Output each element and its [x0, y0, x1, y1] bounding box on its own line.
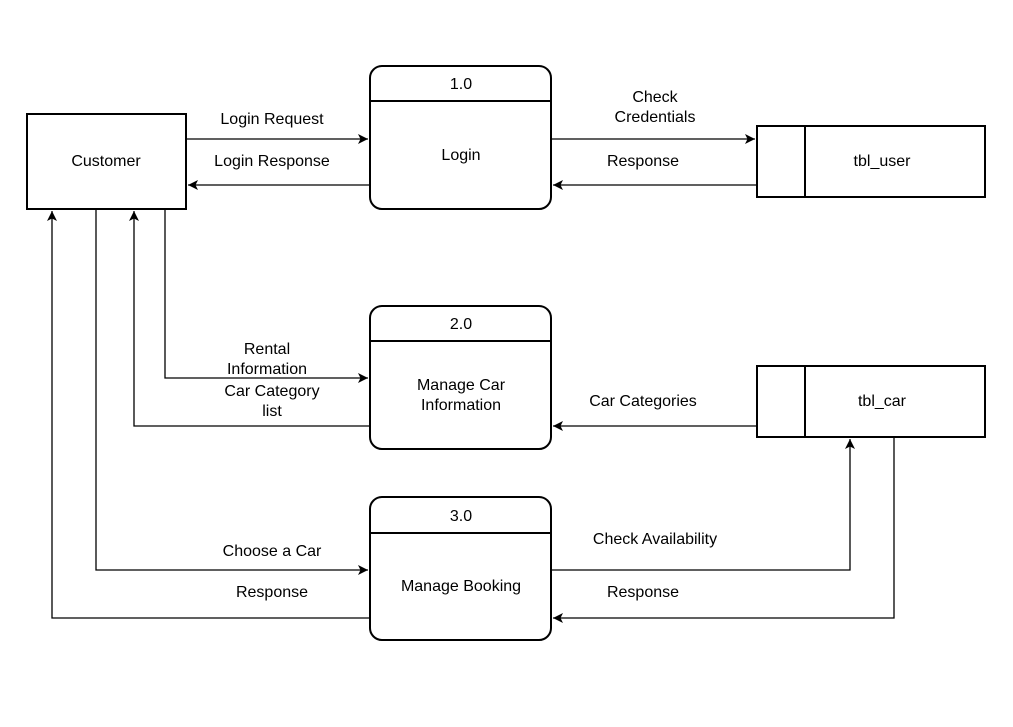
store-2-name: tbl_car — [857, 393, 907, 410]
flow-car-response — [553, 437, 895, 623]
store-tbl-car[interactable] — [756, 365, 986, 438]
flow-rental-information — [164, 209, 368, 383]
process-2-name: Manage Car Information — [416, 377, 506, 414]
label-login-response: Login Response — [214, 153, 330, 170]
store-1-name: tbl_user — [853, 153, 911, 170]
label-car-categories: Car Categories — [589, 393, 697, 410]
label-check-credentials: Check Credentials — [614, 89, 696, 126]
flow-choose-a-car — [95, 209, 368, 575]
customer-label: Customer — [71, 153, 141, 170]
process-3-id: 3.0 — [449, 508, 473, 525]
flow-booking-response — [47, 211, 370, 619]
process-manage-booking[interactable] — [369, 496, 552, 641]
flow-car-category-list — [129, 211, 370, 427]
label-choose-a-car: Choose a Car — [222, 543, 322, 560]
flow-check-availability — [551, 439, 855, 571]
label-user-response: Response — [606, 153, 680, 170]
process-1-name: Login — [441, 147, 481, 164]
label-login-request: Login Request — [220, 111, 324, 128]
label-booking-response: Response — [235, 584, 309, 601]
label-car-category-list: Car Category list — [224, 383, 320, 420]
process-login[interactable] — [369, 65, 552, 210]
customer-entity[interactable] — [26, 113, 187, 210]
process-manage-car-information[interactable] — [369, 305, 552, 450]
process-2-id: 2.0 — [449, 316, 473, 333]
label-car-response: Response — [606, 584, 680, 601]
store-tbl-user[interactable] — [756, 125, 986, 198]
label-check-availability: Check Availability — [592, 531, 718, 548]
label-rental-information: Rental Information — [226, 341, 308, 378]
process-3-name: Manage Booking — [400, 578, 522, 595]
process-1-id: 1.0 — [449, 76, 473, 93]
